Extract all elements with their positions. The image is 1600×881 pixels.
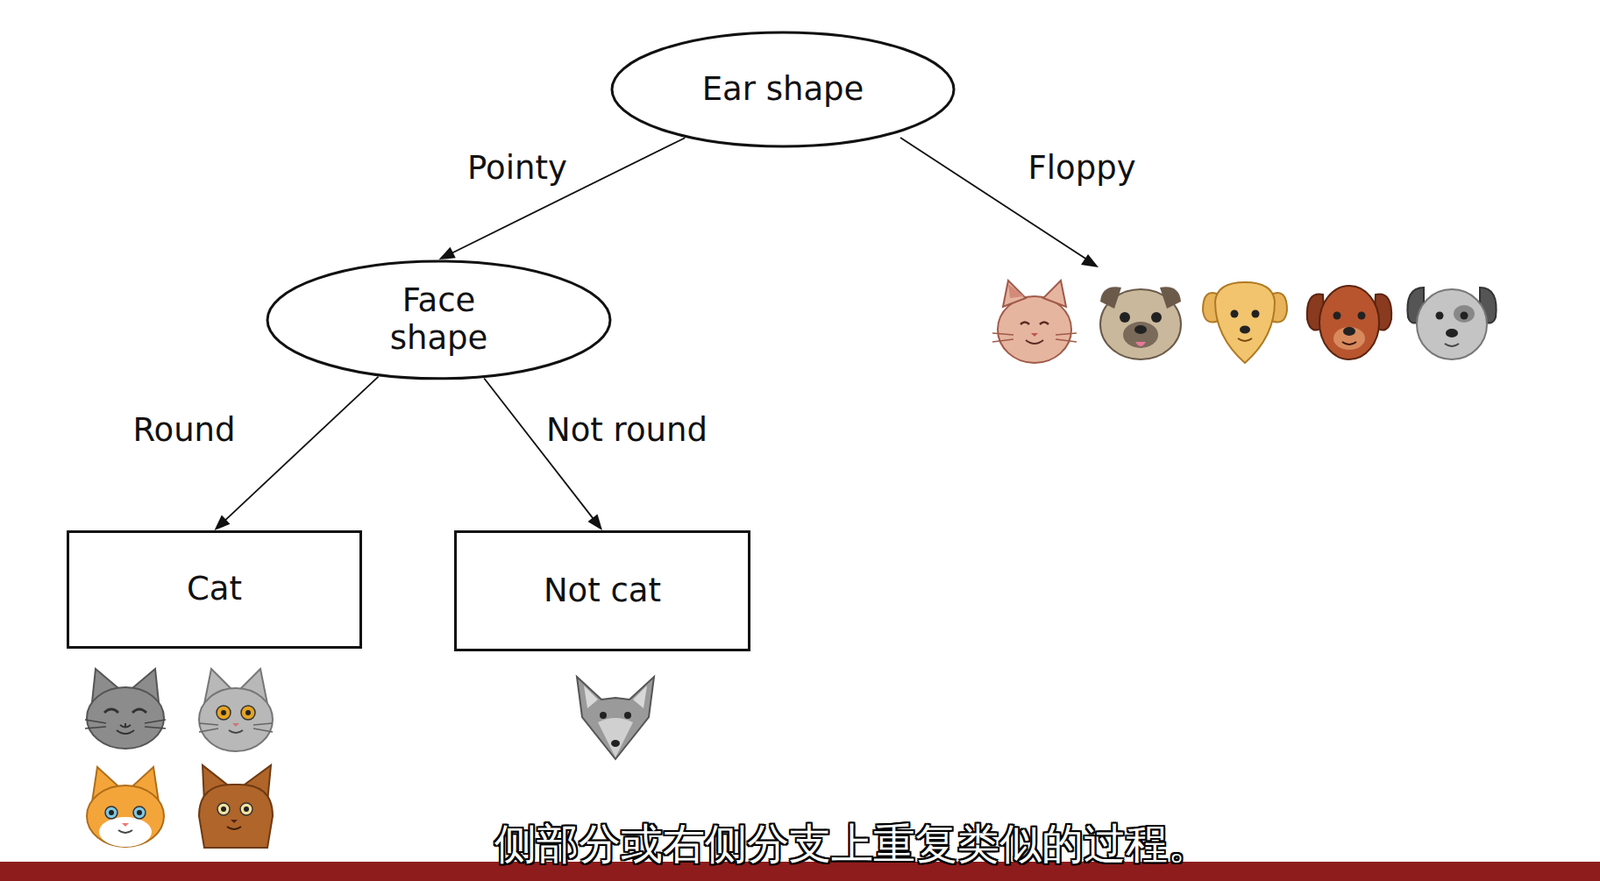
fox-picture-part: [611, 739, 620, 747]
cat-picture-part: [241, 705, 256, 720]
fox-picture-part: [599, 711, 607, 719]
fox-picture-part: [576, 676, 655, 760]
arrowhead: [587, 513, 603, 531]
cat-picture-part: [997, 296, 1072, 363]
arrowhead: [439, 247, 456, 260]
dog-picture: [1307, 285, 1392, 360]
cat-picture-part: [228, 730, 243, 733]
cat-picture-part: [121, 823, 129, 827]
dog-picture-part: [1230, 310, 1239, 319]
subtitle: 侧部分或右侧分支上重复类似的过程。: [494, 820, 1210, 868]
dog-picture-part: [1123, 321, 1159, 349]
dog-picture-part: [1134, 325, 1147, 335]
cat-picture-part: [86, 687, 164, 749]
cat-picture-part: [1002, 280, 1026, 307]
fox-picture-part: [583, 685, 598, 709]
dog-picture-part: [1416, 289, 1487, 360]
cat-picture-part: [199, 688, 273, 752]
cat-picture-part: [245, 710, 251, 716]
cat-picture-part: [136, 810, 143, 816]
branch-label: Round: [132, 412, 235, 450]
branch-label: Pointy: [467, 149, 568, 188]
cat-picture-part: [216, 705, 231, 720]
dog-picture-part: [1215, 282, 1275, 363]
dog-picture-part: [1100, 286, 1122, 309]
cat-picture-part: [992, 333, 1077, 342]
node-text: Face shape: [369, 282, 510, 357]
node-text: Cat: [186, 570, 242, 609]
dog-picture-part: [1436, 312, 1444, 320]
floppy-arrowhead: [1080, 254, 1099, 268]
cat-picture-part: [199, 784, 273, 848]
cat-picture-part: [118, 830, 133, 833]
dog-picture-part: [1342, 341, 1357, 345]
dog-picture-part: [1251, 310, 1260, 319]
cat-picture-part: [1008, 284, 1024, 299]
dog-picture-part: [1239, 326, 1251, 335]
dog-picture-part: [1159, 286, 1181, 309]
cat-picture-part: [227, 826, 242, 830]
cat-picture-part: [220, 806, 227, 812]
cat-picture-part: [99, 817, 152, 847]
ellipse-outline: [611, 32, 954, 147]
cat-picture-part: [232, 723, 240, 727]
cat-picture-part: [1043, 280, 1067, 307]
cat-picture-part: [1025, 340, 1044, 344]
dog-picture-part: [1453, 305, 1475, 323]
cat-picture: [85, 668, 166, 749]
branch-connector: [224, 376, 378, 521]
dog-picture-part: [1333, 327, 1366, 350]
dog-picture-part: [1444, 343, 1459, 347]
dog-picture-part: [1333, 312, 1342, 320]
cat-picture-part: [105, 806, 118, 819]
cat-picture: [199, 765, 273, 848]
node-text: Ear shape: [702, 71, 865, 109]
cat-picture-part: [86, 785, 164, 847]
dog-picture-part: [1119, 312, 1131, 323]
decision-ellipse: Face shape: [265, 259, 612, 381]
cat-picture-part: [116, 723, 135, 734]
cat-picture-part: [217, 803, 230, 816]
branch-connector: [483, 378, 594, 520]
node-text: Not cat: [543, 572, 662, 611]
dog-picture-part: [1358, 312, 1366, 320]
cat-picture-part: [230, 819, 238, 824]
fox-picture-part: [632, 685, 648, 709]
fox-picture-part: [624, 711, 632, 719]
dog-picture-part: [1135, 341, 1146, 347]
cat-picture-part: [199, 723, 273, 733]
decision-ellipse: Ear shape: [610, 30, 956, 149]
cat-picture-part: [243, 806, 249, 812]
dog-picture-part: [1343, 327, 1356, 336]
leaf-box: Cat: [66, 530, 363, 649]
branch-label: Floppy: [1027, 149, 1136, 188]
ellipse-outline: [267, 261, 611, 379]
fox-picture-part: [597, 718, 633, 758]
cat-picture-part: [240, 803, 253, 816]
leaf-box: Not cat: [454, 530, 751, 652]
cat-picture: [199, 668, 273, 752]
cat-picture-part: [1031, 333, 1039, 337]
dog-picture-part: [1460, 312, 1469, 320]
dog-picture-part: [1151, 312, 1162, 323]
branch-label: Not round: [546, 412, 708, 450]
cat-picture: [992, 280, 1077, 363]
dog-picture-part: [1237, 338, 1252, 342]
cat-picture-part: [220, 710, 227, 716]
dog-picture-part: [1319, 285, 1380, 360]
cat-picture-part: [104, 709, 147, 713]
cat-picture: [86, 767, 164, 847]
cat-picture-part: [108, 810, 114, 816]
cat-picture-part: [133, 806, 146, 819]
cat-picture-part: [85, 719, 166, 729]
dog-picture: [1100, 286, 1181, 360]
dog-picture-part: [1445, 328, 1458, 338]
arrowhead: [214, 515, 231, 531]
dog-picture: [1202, 282, 1288, 363]
branch-connector: [451, 137, 686, 254]
cat-picture-part: [1020, 322, 1049, 326]
dog-picture: [1407, 287, 1496, 360]
fox-picture: [576, 676, 655, 760]
